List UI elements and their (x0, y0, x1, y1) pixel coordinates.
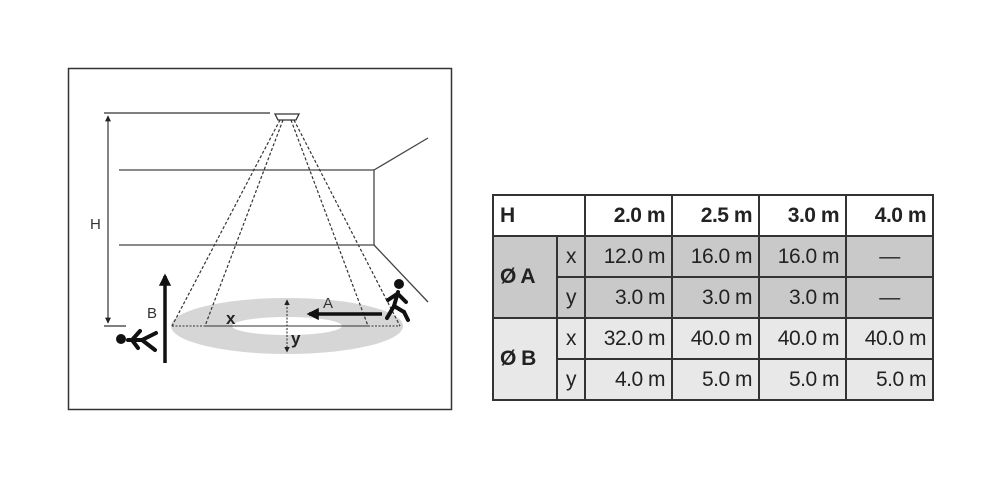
diagram-frame (67, 67, 453, 411)
detection-range-diagram: H x y A B (67, 67, 453, 411)
table-cell: 40.0 m (671, 317, 760, 360)
table-row: y 3.0 m 3.0 m 3.0 m — (493, 276, 934, 319)
axis-label: y (556, 276, 586, 319)
table-cell: 5.0 m (671, 358, 760, 401)
height-label: H (90, 216, 101, 233)
column-header: 3.0 m (758, 194, 847, 237)
table-cell: 3.0 m (584, 276, 673, 319)
height-header: H (492, 194, 586, 237)
table-header-row: H 2.0 m 2.5 m 3.0 m 4.0 m (492, 194, 934, 237)
walking-person-icon (385, 279, 410, 322)
table-cell: — (845, 235, 934, 278)
group-label: Ø B (492, 317, 558, 401)
axis-label: x (556, 235, 586, 278)
table-row: y 4.0 m 5.0 m 5.0 m 5.0 m (493, 358, 934, 401)
lying-person-icon (116, 329, 158, 352)
axis-label: x (556, 317, 586, 360)
table-cell: 3.0 m (758, 276, 847, 319)
table-cell: 5.0 m (758, 358, 847, 401)
b-label: B (147, 305, 157, 322)
height-dimension (104, 112, 270, 327)
room-walls (119, 137, 429, 303)
a-label: A (323, 295, 333, 312)
table-cell: 5.0 m (845, 358, 934, 401)
table-row: Ø B x 32.0 m 40.0 m 40.0 m 40.0 m (492, 317, 934, 401)
ceiling-sensor-icon (273, 113, 301, 121)
column-header: 2.0 m (584, 194, 673, 237)
group-label: Ø A (492, 235, 558, 319)
x-label: x (226, 309, 236, 328)
table-cell: 16.0 m (758, 235, 847, 278)
axis-label: y (556, 358, 586, 401)
table-cell: 40.0 m (845, 317, 934, 360)
column-header: 4.0 m (845, 194, 934, 237)
detection-range-table: H 2.0 m 2.5 m 3.0 m 4.0 m Ø A x 12.0 m 1… (492, 194, 934, 401)
column-header: 2.5 m (671, 194, 760, 237)
table-cell: 32.0 m (584, 317, 673, 360)
table-cell: 40.0 m (758, 317, 847, 360)
table-row: Ø A x 12.0 m 16.0 m 16.0 m — (492, 235, 934, 319)
table-cell: 12.0 m (584, 235, 673, 278)
table-cell: — (845, 276, 934, 319)
y-label: y (291, 329, 301, 348)
table-cell: 16.0 m (671, 235, 760, 278)
table-cell: 3.0 m (671, 276, 760, 319)
sensor-cone-lines (171, 119, 401, 327)
table-cell: 4.0 m (584, 358, 673, 401)
